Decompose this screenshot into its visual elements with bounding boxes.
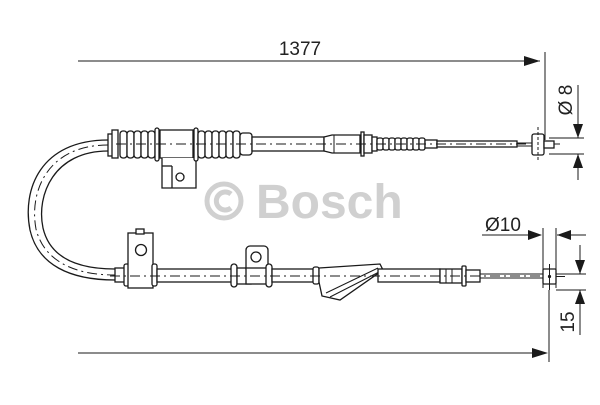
arrow-down-icon — [573, 124, 583, 138]
bracket-hole — [250, 251, 262, 263]
bracket-left — [127, 232, 154, 289]
bosch-watermark: Bosch — [204, 176, 403, 229]
mount-hole — [175, 172, 185, 182]
arrow-left-icon — [557, 230, 571, 240]
overall-length-dimension: 1377 — [78, 39, 546, 140]
overall-length-label: 1377 — [279, 39, 321, 60]
width-15-dimension: 15 — [556, 245, 586, 335]
diameter-10-dimension: Ø10 — [482, 215, 586, 288]
brand-name: Bosch — [256, 176, 403, 229]
diameter-10-label: Ø10 — [485, 215, 521, 236]
bracket-hole — [134, 243, 148, 257]
arrow-right-icon — [532, 348, 548, 358]
copyright-icon — [204, 181, 244, 221]
bottom-length-dimension — [78, 290, 550, 362]
arrow-down-icon — [575, 260, 585, 274]
arrow-up-icon — [573, 154, 583, 168]
diameter-8-dimension: Ø 8 — [549, 85, 584, 180]
cable-loop — [27, 139, 116, 281]
left-bellows — [119, 127, 160, 162]
upper-cable-assembly — [107, 127, 560, 189]
width-15-label: 15 — [558, 311, 579, 332]
diameter-8-label: Ø 8 — [556, 85, 577, 116]
arrow-right-icon — [524, 56, 540, 66]
angled-clip — [318, 263, 384, 301]
arrow-up-icon — [575, 290, 585, 304]
lower-cable-assembly — [110, 228, 565, 301]
arrow-right-icon — [528, 230, 542, 240]
